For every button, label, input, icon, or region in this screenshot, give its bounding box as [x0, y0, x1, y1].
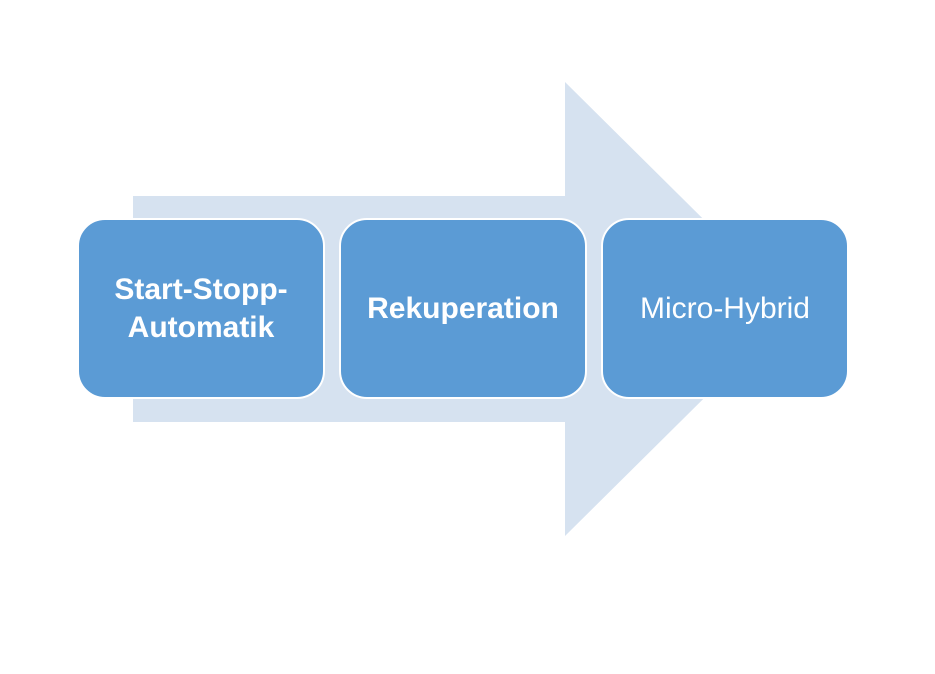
step-label: Start-Stopp- Automatik: [114, 271, 287, 347]
step-rekuperation: Rekuperation: [339, 218, 587, 399]
step-label-line: Micro-Hybrid: [639, 291, 810, 325]
step-start-stopp-automatik: Start-Stopp- Automatik: [77, 218, 325, 399]
step-label: Rekuperation: [367, 290, 559, 328]
step-label-line: Automatik: [127, 310, 275, 344]
step-label-line: Start-Stopp-: [114, 272, 288, 306]
step-label-line: Rekuperation: [367, 291, 559, 325]
step-micro-hybrid: Micro-Hybrid: [601, 218, 849, 399]
step-label: Micro-Hybrid: [640, 290, 810, 328]
